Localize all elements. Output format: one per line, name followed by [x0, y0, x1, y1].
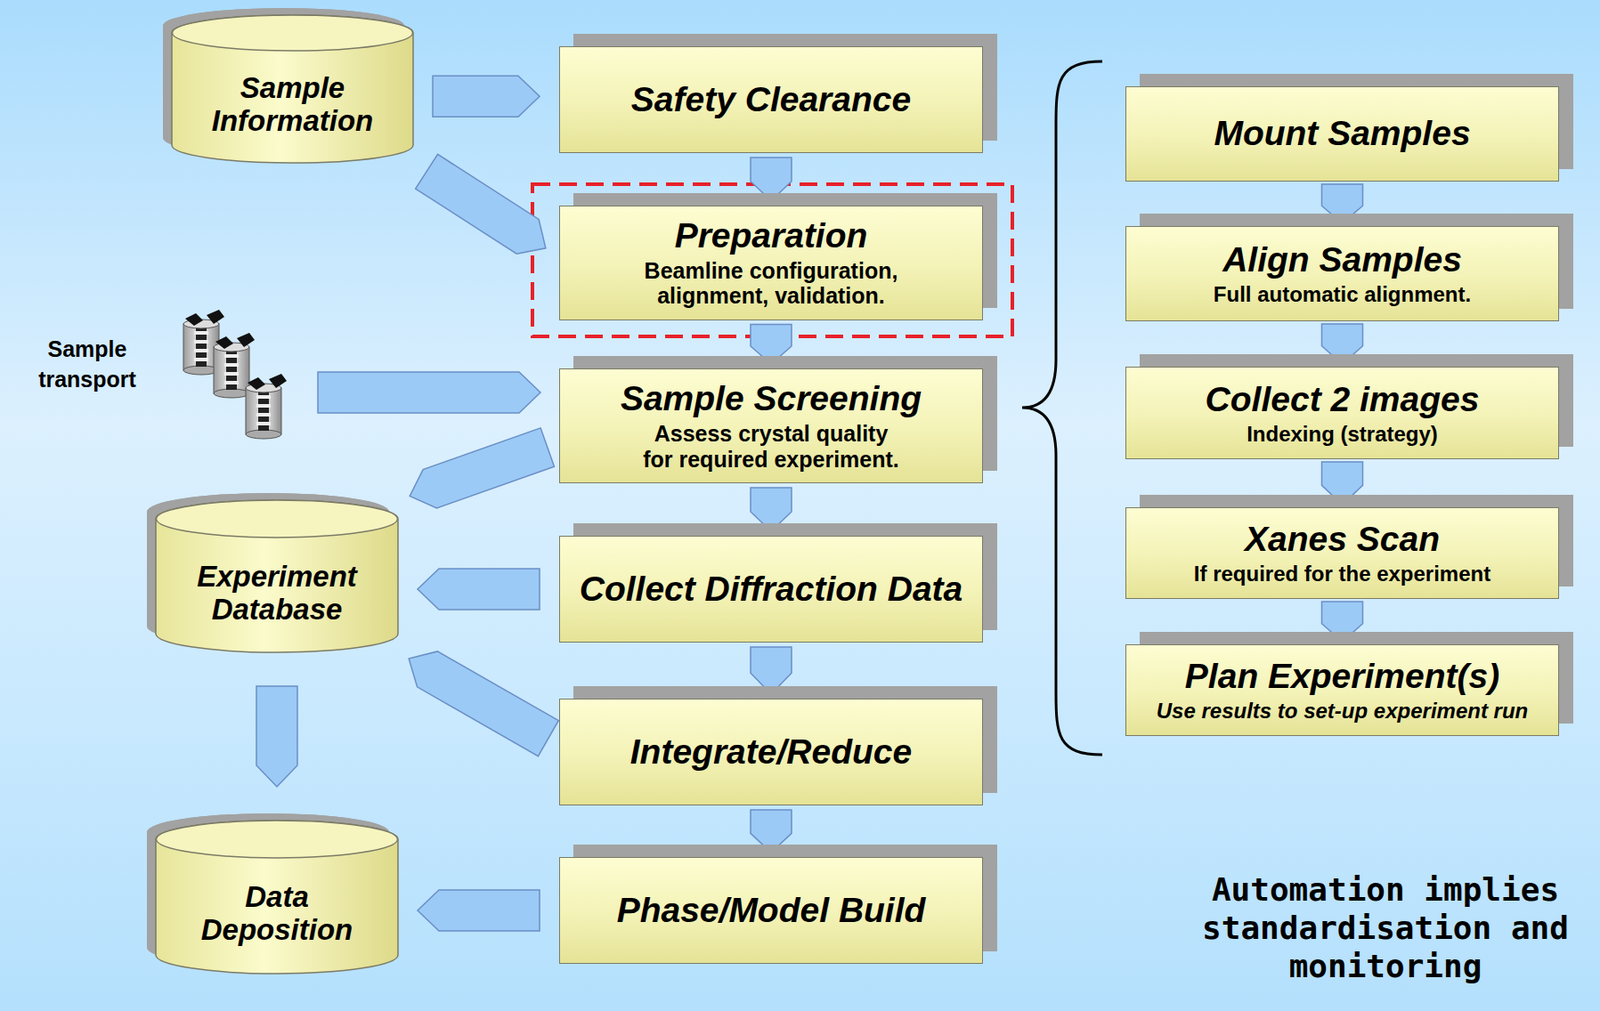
database-cylinder: Experiment Database — [155, 500, 398, 653]
process-box: Plan Experiment(s)Use results to set-up … — [1125, 644, 1560, 737]
cylinder-top — [156, 500, 398, 538]
transport-label: Sample transport — [16, 334, 159, 396]
group-brace — [1022, 61, 1103, 756]
highlight-frame — [532, 184, 1013, 337]
process-box: Collect Diffraction Data — [559, 536, 983, 643]
text-holder: Sample ScreeningAssess crystal quality f… — [560, 375, 983, 476]
process-box: Phase/Model Build — [559, 857, 983, 965]
box-description: Assess crystal quality for required expe… — [640, 421, 903, 473]
block-arrow — [750, 157, 792, 202]
process-box: Integrate/Reduce — [559, 698, 983, 806]
cylinder-body — [171, 15, 414, 163]
process-box: Xanes ScanIf required for the experiment — [1125, 507, 1560, 600]
box-title: Mount Samples — [1135, 113, 1550, 155]
database-label: Experiment Database — [186, 560, 369, 627]
box-title: Collect 2 images — [1135, 380, 1550, 421]
database-cylinder: Data Deposition — [155, 820, 398, 975]
block-arrow — [256, 686, 298, 788]
cylinder-top — [172, 15, 414, 51]
block-arrow — [417, 568, 540, 610]
cylinder-body — [155, 820, 398, 975]
transport-arrow — [317, 372, 541, 414]
box-description: Beamline configuration, alignment, valid… — [640, 258, 903, 310]
text-holder: Collect Diffraction Data — [560, 566, 983, 614]
cylinder-top — [156, 820, 398, 859]
text-holder: Data Deposition — [155, 844, 398, 951]
text-holder: PreparationBeamline configuration, align… — [560, 212, 983, 313]
sample-puck-icon — [183, 309, 287, 439]
box-title: Collect Diffraction Data — [568, 569, 974, 610]
block-arrow — [408, 651, 559, 757]
process-box: Sample ScreeningAssess crystal quality f… — [559, 368, 983, 484]
text-holder: Integrate/Reduce — [560, 729, 983, 777]
block-arrow — [1322, 184, 1364, 224]
text-holder: Safety Clearance — [560, 76, 983, 124]
box-title: Align Samples — [1135, 240, 1550, 281]
note-label: Automation implies standardisation and m… — [1180, 870, 1591, 987]
text-holder: Align SamplesFull automatic alignment. — [1126, 236, 1559, 310]
process-box: Safety Clearance — [559, 46, 983, 154]
text-holder: Collect 2 imagesIndexing (strategy) — [1126, 376, 1559, 450]
box-title: Integrate/Reduce — [568, 732, 974, 773]
box-description: Full automatic alignment. — [1135, 282, 1550, 308]
database-label: Data Deposition — [186, 881, 369, 948]
block-arrow — [750, 324, 792, 366]
block-arrow — [415, 154, 546, 254]
box-description: If required for the experiment — [1135, 561, 1550, 587]
block-arrow — [1322, 324, 1364, 365]
process-box: Mount Samples — [1125, 86, 1560, 182]
box-title: Sample Screening — [568, 379, 974, 420]
block-arrow — [750, 647, 792, 695]
box-title: Safety Clearance — [568, 80, 974, 121]
cylinder-body — [155, 500, 398, 653]
text-holder: Mount Samples — [1126, 110, 1559, 158]
text-holder: Sample Information — [171, 36, 414, 142]
text-holder: Phase/Model Build — [560, 887, 983, 935]
block-arrow — [417, 890, 540, 932]
box-description: Use results to set-up experiment run — [1135, 698, 1550, 724]
box-title: Phase/Model Build — [568, 891, 974, 932]
box-title: Xanes Scan — [1135, 519, 1550, 561]
process-box: Collect 2 imagesIndexing (strategy) — [1125, 366, 1560, 460]
text-holder: Plan Experiment(s)Use results to set-up … — [1126, 653, 1559, 727]
block-arrow — [750, 487, 792, 532]
process-box: PreparationBeamline configuration, align… — [559, 205, 983, 321]
process-box: Align SamplesFull automatic alignment. — [1125, 226, 1560, 322]
block-arrow — [432, 75, 540, 117]
database-cylinder: Sample Information — [171, 15, 414, 163]
block-arrow — [750, 810, 792, 853]
block-arrow — [409, 428, 554, 509]
text-holder: Experiment Database — [155, 523, 398, 631]
box-title: Plan Experiment(s) — [1135, 657, 1550, 698]
box-description: Indexing (strategy) — [1135, 422, 1550, 447]
box-title: Preparation — [568, 216, 974, 257]
block-arrow — [1322, 462, 1364, 505]
text-holder: Xanes ScanIf required for the experiment — [1126, 516, 1559, 590]
database-label: Sample Information — [201, 72, 384, 139]
block-arrow — [1322, 601, 1364, 642]
